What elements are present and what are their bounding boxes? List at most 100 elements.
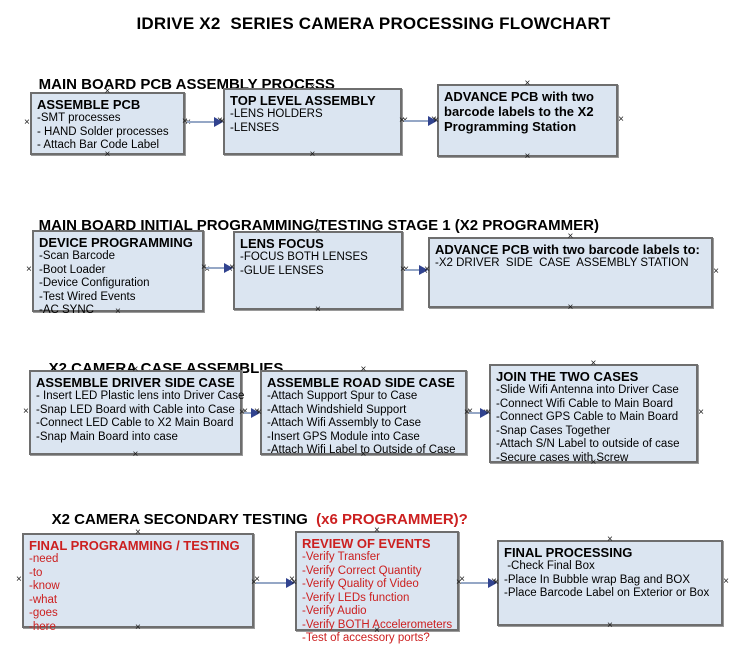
box-item: -what xyxy=(29,593,58,606)
box-title: DEVICE PROGRAMMING xyxy=(39,235,193,250)
box-title: ADVANCE PCB with two barcode labels to t… xyxy=(444,89,594,134)
box-item: -LENSES xyxy=(230,121,280,134)
box-item: -Snap Cases Together xyxy=(496,424,611,437)
connection-x-icon: × xyxy=(524,78,531,89)
connection-x-icon: × xyxy=(104,86,111,97)
box-item: -Secure cases with Screw xyxy=(496,451,629,464)
flow-box-assemble-road-side-case: ASSEMBLE ROAD SIDE CASE -Attach Support … xyxy=(254,365,473,460)
connection-x-icon: × xyxy=(485,407,491,418)
box-item: -Slide Wifi Antenna into Driver Case xyxy=(496,384,679,396)
box-items: -Scan Barcode -Boot Loader -Device Confi… xyxy=(39,250,197,318)
connection-x-icon: × xyxy=(309,149,316,160)
connection-x-icon: × xyxy=(433,115,439,126)
box-item: -FOCUS BOTH LENSES xyxy=(240,251,368,263)
connection-x-icon: × xyxy=(204,264,210,275)
connection-x-icon: × xyxy=(618,113,624,125)
flow-box-assemble-pcb: ASSEMBLE PCB -SMT processes - HAND Solde… xyxy=(24,87,191,160)
box-item: -LENS HOLDERS xyxy=(230,108,323,120)
flow-box-assemble-driver-side-case: ASSEMBLE DRIVER SIDE CASE - Insert LED P… xyxy=(23,365,248,460)
box-item: -Scan Barcode xyxy=(39,250,116,262)
connection-x-icon: × xyxy=(524,151,531,162)
section-heading-initial-programming: MAIN BOARD INITIAL PROGRAMMING/TESTING S… xyxy=(22,200,599,251)
connection-x-icon: × xyxy=(467,405,473,417)
box-item: -Device Configuration xyxy=(39,277,150,289)
box-items: -SMT processes - HAND Solder processes -… xyxy=(37,112,178,153)
arrow-line xyxy=(405,269,421,271)
connection-x-icon: × xyxy=(251,577,257,588)
box-item: -Attach Wifi Assembly to Case xyxy=(267,417,422,429)
connection-x-icon: × xyxy=(135,622,141,633)
connection-x-icon: × xyxy=(590,358,597,369)
connection-x-icon: × xyxy=(23,405,29,417)
connection-x-icon: × xyxy=(399,115,405,126)
box-title: TOP LEVEL ASSEMBLY xyxy=(230,93,376,108)
box-item: -Attach Wifi Label to Outside of Case xyxy=(267,444,456,456)
flow-box-top-level-assembly: TOP LEVEL ASSEMBLY -LENS HOLDERS -LENSES… xyxy=(217,83,408,160)
connection-x-icon: × xyxy=(456,577,462,588)
flow-box-join-the-two-cases: JOIN THE TWO CASES -Slide Wifi Antenna i… xyxy=(483,359,704,468)
box-item: -SMT processes xyxy=(37,112,121,124)
connection-x-icon: × xyxy=(242,405,248,417)
arrow-head-icon xyxy=(419,265,428,275)
connection-x-icon: × xyxy=(182,116,188,127)
box-title: REVIEW OF EVENTS xyxy=(302,536,431,551)
box-item: -GLUE LENSES xyxy=(240,264,324,277)
box-item: - Insert LED Plastic lens into Driver Ca… xyxy=(36,390,245,402)
connection-x-icon: × xyxy=(360,364,367,375)
connection-x-icon: × xyxy=(309,82,316,93)
box-item: -to xyxy=(29,566,43,579)
connection-x-icon: × xyxy=(567,302,574,313)
arrow-line xyxy=(256,582,288,584)
connection-x-icon: × xyxy=(723,576,729,587)
box-item: -here xyxy=(29,620,56,633)
box-items: -X2 DRIVER SIDE CASE ASSEMBLY STATION xyxy=(435,257,706,271)
box-item: -Snap Main Board into case xyxy=(36,430,178,443)
connection-x-icon: × xyxy=(229,262,235,273)
box-item: -Boot Loader xyxy=(39,263,106,276)
arrow-line xyxy=(404,120,430,122)
section-heading-accent-text: (x6 PROGRAMMER)? xyxy=(316,511,468,528)
connection-x-icon: × xyxy=(374,525,380,536)
box-item: -Connect Wifi Cable to Main Board xyxy=(496,397,674,410)
connection-x-icon: × xyxy=(459,574,465,585)
page-title: IDRIVE X2 SERIES CAMERA PROCESSING FLOWC… xyxy=(136,14,611,33)
box-item: -know xyxy=(29,580,60,592)
box-title: FINAL PROCESSING xyxy=(504,545,633,560)
box-items: -need -to -know -what -goes -here xyxy=(29,553,247,634)
connection-x-icon: × xyxy=(698,406,704,418)
connection-x-icon: × xyxy=(132,364,139,375)
box-items: -Verify Transfer -Verify Correct Quantit… xyxy=(302,551,452,646)
box-item: -Place In Bubble wrap Bag and BOX xyxy=(504,573,691,586)
arrow-head-icon xyxy=(428,116,437,126)
connection-x-icon: × xyxy=(135,527,141,538)
connection-x-icon: × xyxy=(607,620,613,631)
box-item: - Attach Bar Code Label xyxy=(37,139,160,151)
arrow-line xyxy=(206,267,226,269)
connection-x-icon: × xyxy=(291,577,297,588)
section-heading-text: MAIN BOARD INITIAL PROGRAMMING/TESTING S… xyxy=(38,217,599,234)
connection-x-icon: × xyxy=(254,573,260,585)
connection-x-icon: × xyxy=(360,449,367,460)
connection-x-icon: × xyxy=(315,225,321,236)
connection-x-icon: × xyxy=(464,407,470,418)
connection-x-icon: × xyxy=(115,224,121,235)
flow-box-review-of-events: REVIEW OF EVENTS -Verify Transfer -Verif… xyxy=(289,526,465,645)
connection-x-icon: × xyxy=(374,625,380,636)
box-title: ADVANCE PCB with two barcode labels to: xyxy=(435,242,700,257)
box-item: -Connect GPS Cable to Main Board xyxy=(496,411,679,423)
box-items: - Insert LED Plastic lens into Driver Ca… xyxy=(36,390,245,444)
box-item: -Attach Windshield Support xyxy=(267,403,407,416)
arrow-head-icon xyxy=(286,578,295,588)
arrow-head-icon xyxy=(251,408,260,418)
flow-box-final-programming-testing: FINAL PROGRAMMING / TESTING -need -to -k… xyxy=(16,528,260,633)
box-item: -Attach S/N Label to outside of case xyxy=(496,438,680,450)
box-item: -Place Barcode Label on Exterior or Box xyxy=(504,587,710,599)
connection-x-icon: × xyxy=(115,306,121,317)
section-heading-secondary-testing: X2 CAMERA SECONDARY TESTING (x6 PROGRAMM… xyxy=(35,494,468,545)
arrow-head-icon xyxy=(214,117,223,127)
arrow-head-icon xyxy=(480,408,489,418)
box-title: ASSEMBLE ROAD SIDE CASE xyxy=(267,375,455,390)
box-item: -Attach Support Spur to Case xyxy=(267,390,418,402)
flow-box-device-programming: DEVICE PROGRAMMING -Scan Barcode -Boot L… xyxy=(26,225,210,317)
connection-x-icon: × xyxy=(16,573,22,585)
